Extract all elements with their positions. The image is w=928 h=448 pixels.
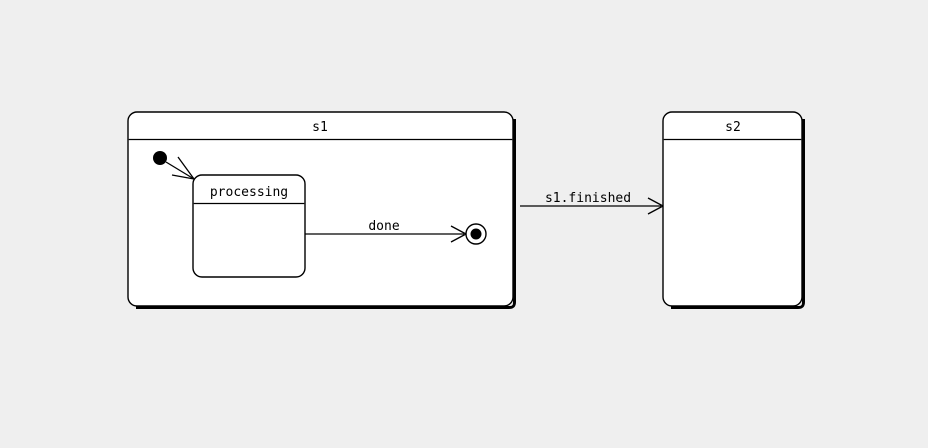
- transition-initial-to-processing-arrowhead: [171, 156, 195, 180]
- transition-s1-finished-arrowhead: [647, 197, 664, 215]
- initial-pseudostate[interactable]: [153, 151, 167, 165]
- final-state-inner-dot: [470, 228, 482, 240]
- state-s2-border: [662, 111, 803, 307]
- state-processing-border: [192, 174, 306, 278]
- state-s1-body-fill: [128, 112, 513, 306]
- state-s1-border: [127, 111, 514, 307]
- transition-initial-to-processing[interactable]: [165, 156, 195, 180]
- transition-s1-to-s2[interactable]: s1.finished: [520, 191, 664, 215]
- state-processing-body-fill: [193, 175, 305, 277]
- transition-processing-to-final[interactable]: done: [305, 219, 467, 243]
- transition-done-arrowhead: [450, 225, 467, 243]
- initial-state-dot: [153, 151, 167, 165]
- state-processing[interactable]: processing: [192, 174, 306, 278]
- transition-done-label: done: [368, 219, 399, 234]
- transition-s1-finished-label: s1.finished: [545, 191, 631, 206]
- state-s1-label: s1: [312, 120, 328, 135]
- state-s1[interactable]: s1: [127, 111, 516, 309]
- state-s2[interactable]: s2: [662, 111, 805, 309]
- state-processing-label: processing: [210, 185, 288, 200]
- state-s2-body-fill: [663, 112, 802, 306]
- transition-initial-to-processing-line: [165, 161, 195, 180]
- state-s2-label: s2: [725, 120, 741, 135]
- final-pseudostate[interactable]: [465, 223, 487, 245]
